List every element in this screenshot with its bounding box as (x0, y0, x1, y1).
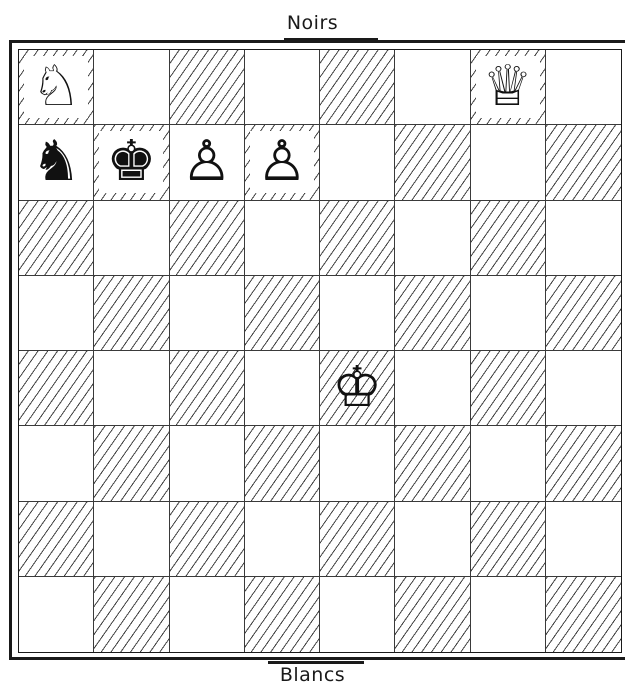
board-square[interactable] (94, 50, 169, 125)
board-square[interactable] (19, 502, 94, 577)
board-square[interactable] (170, 50, 245, 125)
board-square[interactable] (94, 351, 169, 426)
board-square[interactable] (320, 125, 395, 200)
board-square[interactable] (546, 426, 621, 501)
white-queen-icon[interactable]: ♕ (483, 59, 533, 115)
board-square[interactable] (94, 276, 169, 351)
board-square[interactable]: ♕ (471, 50, 546, 125)
board-square[interactable] (395, 577, 470, 652)
board-square[interactable] (320, 426, 395, 501)
board-square[interactable] (471, 276, 546, 351)
board-square[interactable] (471, 125, 546, 200)
board-square[interactable] (395, 426, 470, 501)
board-square[interactable] (471, 351, 546, 426)
board-square[interactable] (395, 502, 470, 577)
board-square[interactable] (320, 502, 395, 577)
board-square[interactable] (471, 201, 546, 276)
board-square[interactable] (170, 426, 245, 501)
board-square[interactable] (245, 201, 320, 276)
board-square[interactable] (471, 426, 546, 501)
bottom-side-label: Blancs (0, 664, 625, 686)
board-square[interactable]: ♘ (19, 50, 94, 125)
board-square[interactable] (320, 201, 395, 276)
chess-board: ♘ ♕ ♞ ♚ ♙ ♙ ♔ (18, 49, 622, 653)
board-square[interactable] (245, 426, 320, 501)
board-square[interactable] (546, 577, 621, 652)
board-square[interactable] (320, 276, 395, 351)
board-square[interactable] (170, 201, 245, 276)
board-square[interactable] (546, 201, 621, 276)
board-square[interactable] (395, 351, 470, 426)
board-square[interactable] (546, 50, 621, 125)
board-square[interactable] (245, 50, 320, 125)
board-square[interactable] (320, 50, 395, 125)
board-square[interactable] (245, 577, 320, 652)
board-square[interactable] (546, 351, 621, 426)
board-square[interactable] (395, 276, 470, 351)
board-square[interactable] (245, 351, 320, 426)
white-king-icon[interactable]: ♔ (332, 360, 382, 416)
board-square[interactable]: ♙ (245, 125, 320, 200)
board-square[interactable] (19, 201, 94, 276)
board-square[interactable] (19, 276, 94, 351)
board-square[interactable] (395, 125, 470, 200)
board-square[interactable] (94, 502, 169, 577)
board-square[interactable] (170, 276, 245, 351)
black-knight-icon[interactable]: ♞ (31, 134, 81, 190)
white-pawn-icon[interactable]: ♙ (182, 134, 232, 190)
board-square[interactable] (170, 502, 245, 577)
board-square[interactable] (471, 577, 546, 652)
board-square[interactable] (320, 577, 395, 652)
board-square[interactable] (19, 577, 94, 652)
board-square[interactable] (245, 276, 320, 351)
board-square[interactable] (19, 351, 94, 426)
white-knight-icon[interactable]: ♘ (31, 59, 81, 115)
board-square[interactable] (94, 201, 169, 276)
board-square[interactable] (170, 351, 245, 426)
top-side-label: Noirs (0, 12, 625, 34)
board-square[interactable] (245, 502, 320, 577)
board-square[interactable] (546, 125, 621, 200)
board-square[interactable] (471, 502, 546, 577)
board-square[interactable] (19, 426, 94, 501)
board-square[interactable] (170, 577, 245, 652)
board-square[interactable] (395, 201, 470, 276)
board-square[interactable]: ♞ (19, 125, 94, 200)
black-king-icon[interactable]: ♚ (106, 134, 156, 190)
board-square[interactable]: ♙ (170, 125, 245, 200)
white-pawn-icon[interactable]: ♙ (257, 134, 307, 190)
board-square[interactable] (546, 276, 621, 351)
board-square[interactable]: ♔ (320, 351, 395, 426)
board-square[interactable]: ♚ (94, 125, 169, 200)
board-square[interactable] (94, 577, 169, 652)
board-square[interactable] (94, 426, 169, 501)
board-square[interactable] (546, 502, 621, 577)
chess-board-frame: ♘ ♕ ♞ ♚ ♙ ♙ ♔ (9, 40, 625, 660)
board-square[interactable] (395, 50, 470, 125)
